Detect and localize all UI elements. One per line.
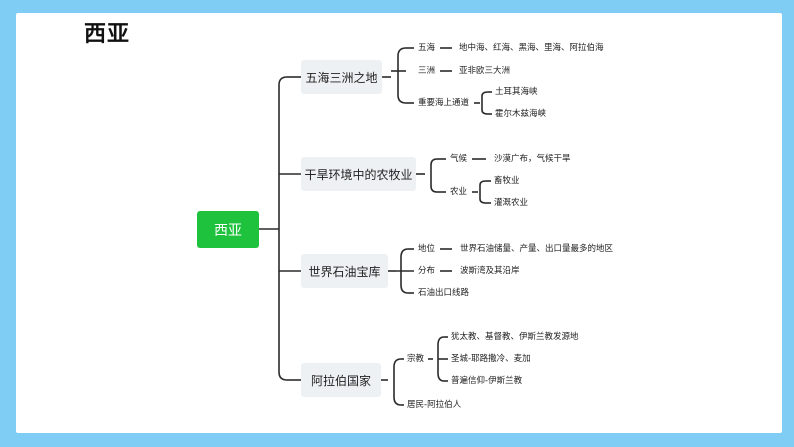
slide-canvas xyxy=(16,13,782,433)
leaf-label: 石油出口线路 xyxy=(418,288,470,298)
leaf-item: 普遍信仰-伊斯兰教 xyxy=(451,376,523,386)
leaf-label: 重要海上通道 xyxy=(418,98,470,108)
leaf-label: 地位 xyxy=(418,244,436,254)
leaf-label: 五海 xyxy=(418,43,436,53)
branch-node-3: 世界石油宝库 xyxy=(301,254,388,288)
leaf-item: 犹太教、基督教、伊斯兰教发源地 xyxy=(451,332,579,342)
leaf-label: 气候 xyxy=(450,154,468,164)
leaf-value: 世界石油储量、产量、出口量最多的地区 xyxy=(460,244,614,254)
page-title: 西亚 xyxy=(84,22,131,47)
root-node: 西亚 xyxy=(197,211,259,248)
leaf-item: 畜牧业 xyxy=(494,176,520,186)
leaf-value: 沙漠广布，气候干旱 xyxy=(494,154,571,164)
leaf-item: 灌溉农业 xyxy=(494,198,529,208)
leaf-value: 地中海、红海、黑海、里海、阿拉伯海 xyxy=(459,43,604,53)
branch-node-2: 干旱环境中的农牧业 xyxy=(301,157,416,191)
leaf-item: 圣城-耶路撒冷、麦加 xyxy=(451,354,531,364)
connector-spine xyxy=(278,76,288,381)
leaf-value: 波斯湾及其沿岸 xyxy=(460,266,520,276)
branch-node-4: 阿拉伯国家 xyxy=(301,363,381,397)
branch-node-1: 五海三洲之地 xyxy=(301,60,382,94)
leaf-value: 亚非欧三大洲 xyxy=(459,66,511,76)
leaf-label: 居民-阿拉伯人 xyxy=(407,400,462,410)
leaf-label: 三洲 xyxy=(418,66,436,76)
leaf-item: 土耳其海峡 xyxy=(495,87,538,97)
leaf-label: 宗教 xyxy=(407,354,425,364)
leaf-item: 霍尔木兹海峡 xyxy=(495,109,547,119)
leaf-label: 农业 xyxy=(450,187,468,197)
leaf-label: 分布 xyxy=(418,266,436,276)
